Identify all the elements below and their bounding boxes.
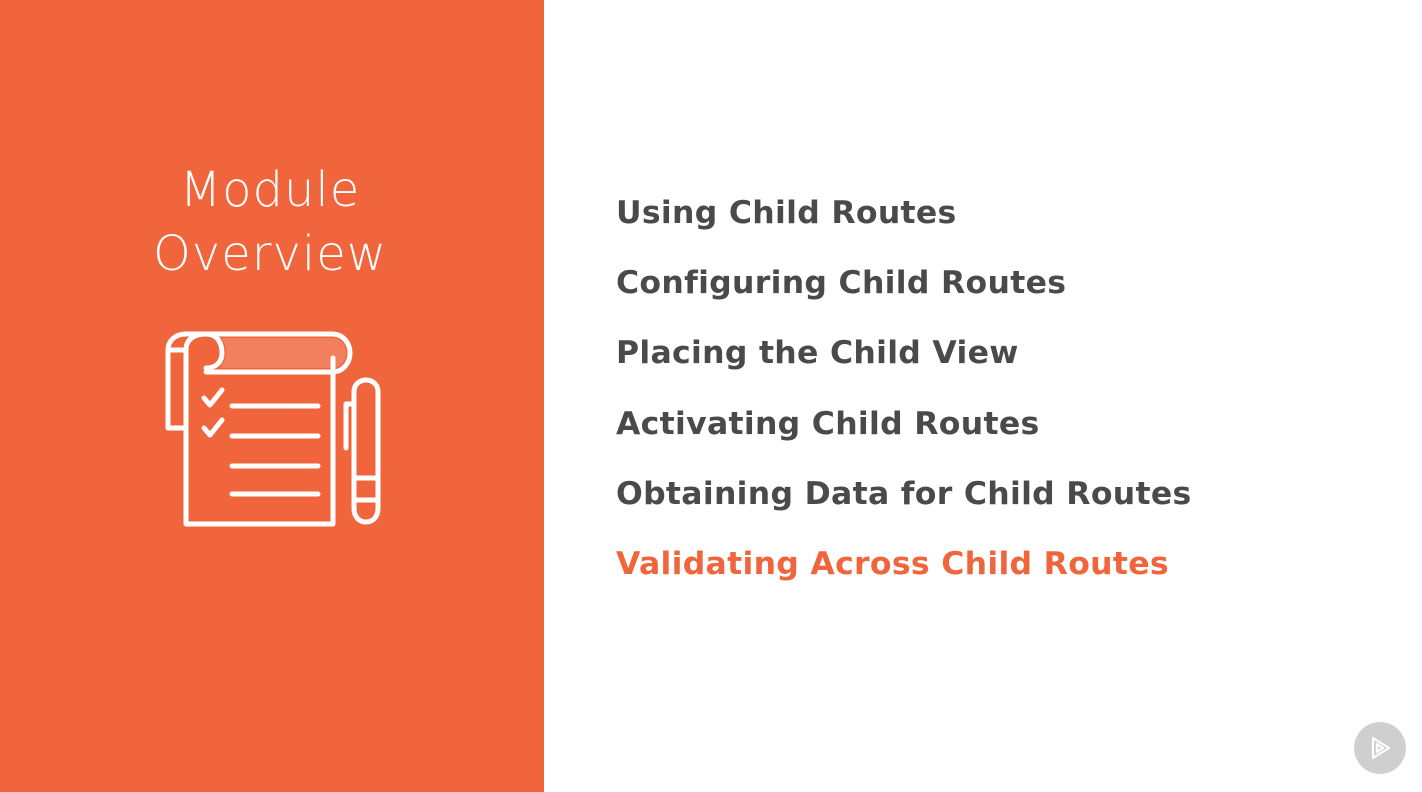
- topic-item: Configuring Child Routes: [616, 265, 1067, 302]
- topic-item: Placing the Child View: [616, 335, 1019, 372]
- module-title: Module Overview: [0, 158, 540, 286]
- topic-item: Validating Across Child Routes: [616, 545, 1169, 582]
- module-title-line2: Overview: [153, 226, 387, 282]
- module-panel: Module Overview: [0, 0, 544, 792]
- topic-item: Activating Child Routes: [616, 405, 1040, 442]
- checklist-with-pen-icon: [165, 331, 381, 527]
- player-logo-button[interactable]: [1354, 722, 1406, 774]
- topic-item: Obtaining Data for Child Routes: [616, 475, 1192, 512]
- topic-item: Using Child Routes: [616, 195, 957, 231]
- play-logo-icon: [1371, 736, 1391, 760]
- module-title-line1: Module: [179, 162, 361, 218]
